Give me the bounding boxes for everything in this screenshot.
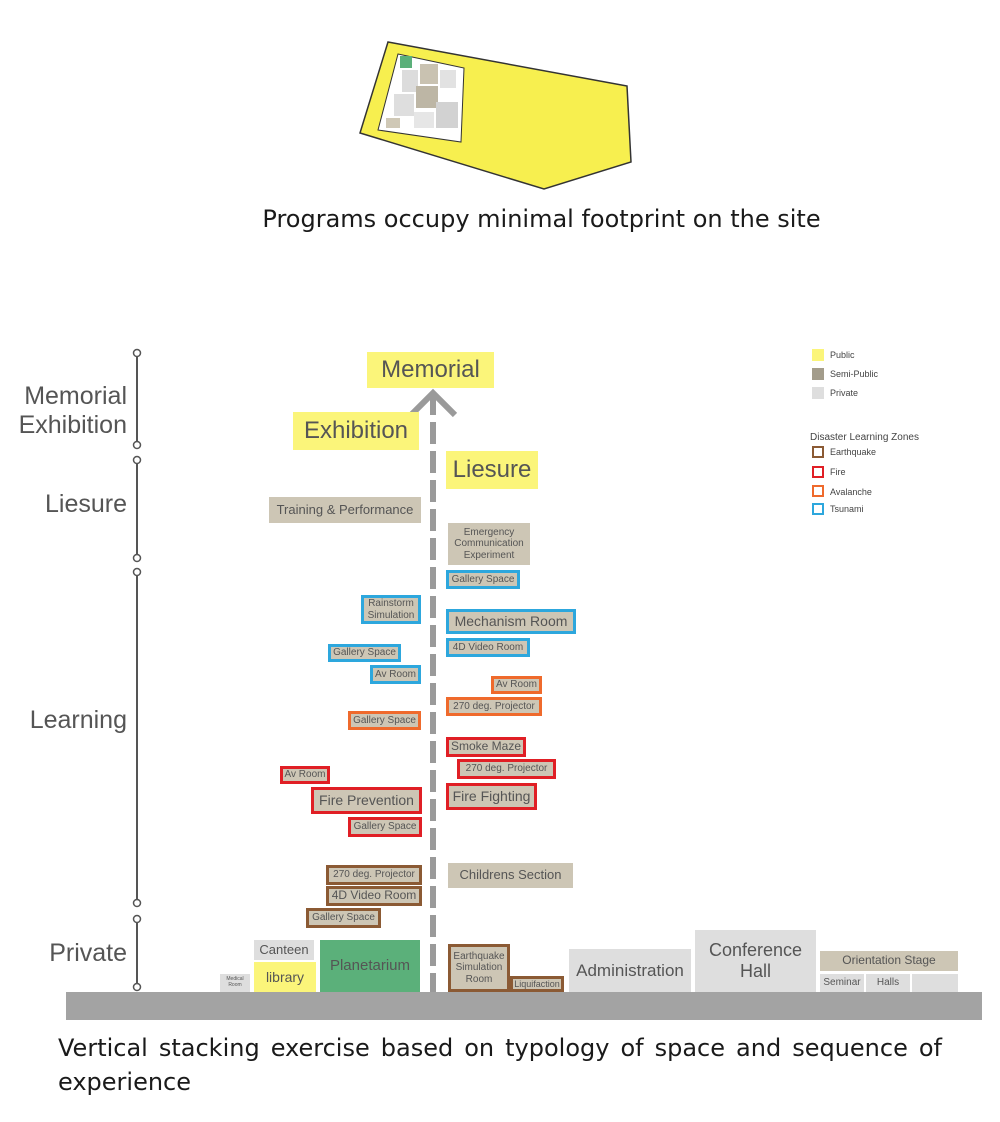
- level-label-memorial-exhibition: Memorial Exhibition: [18, 382, 127, 439]
- memorial-space: Memorial: [367, 352, 494, 388]
- legend-label-fire: Fire: [830, 467, 846, 477]
- emergency-communication: Emergency Communication Experiment: [448, 523, 530, 565]
- legend-swatch-earthquake: [812, 446, 824, 458]
- ground-line: [66, 992, 982, 1020]
- rainstorm-simulation: Rainstorm Simulation: [361, 595, 421, 624]
- orientation-stage: Orientation Stage: [820, 951, 958, 971]
- legend-label-semi-public: Semi-Public: [830, 369, 879, 379]
- earthquake-4d-video-room: 4D Video Room: [326, 886, 422, 906]
- level-axis: [132, 348, 142, 992]
- legend-zones-title: Disaster Learning Zones: [810, 432, 919, 443]
- tsunami-4d-video-room: 4D Video Room: [446, 638, 530, 657]
- avalanche-gallery-space: Gallery Space: [348, 711, 421, 730]
- earthquake-projector: 270 deg. Projector: [326, 865, 422, 885]
- footprint-block: [394, 94, 414, 116]
- legend-swatch-semi-public: [812, 368, 824, 380]
- tsunami-av-room: Av Room: [370, 665, 421, 684]
- level-label-liesure: Liesure: [45, 490, 127, 518]
- fire-av-room: Av Room: [280, 766, 330, 784]
- training-performance: Training & Performance: [269, 497, 421, 523]
- avalanche-projector: 270 deg. Projector: [446, 697, 542, 716]
- level-label-learning: Learning: [29, 706, 127, 734]
- footprint-block: [414, 112, 434, 128]
- legend-label-private: Private: [830, 388, 859, 398]
- earthquake-simulation-room: Earthquake Simulation Room: [448, 944, 510, 992]
- site-plan: [359, 41, 632, 190]
- legend-label-earthquake: Earthquake: [830, 447, 877, 457]
- fire-fighting: Fire Fighting: [446, 783, 537, 810]
- legend-swatch-private: [812, 387, 824, 399]
- liquifaction: Liquifaction: [510, 976, 564, 992]
- level-label-private: Private: [49, 939, 127, 967]
- footprint-block: [402, 70, 418, 92]
- circulation-arrow: [408, 388, 458, 993]
- footprint-block: [420, 64, 438, 84]
- fire-gallery-space: Gallery Space: [348, 817, 422, 837]
- legend-label-tsunami: Tsunami: [830, 504, 864, 514]
- footprint-block: [386, 118, 400, 128]
- legend: Public Semi-Public Private Disaster Lear…: [810, 345, 960, 545]
- conference-hall: Conference Hall: [695, 930, 816, 992]
- smoke-maze: Smoke Maze: [446, 737, 526, 757]
- medical-room: Medical Room: [220, 974, 250, 992]
- legend-swatch-fire: [812, 466, 824, 478]
- footprint-block: [440, 70, 456, 88]
- liesure-space: Liesure: [446, 451, 538, 489]
- private-room: [912, 974, 958, 992]
- halls: Halls: [866, 974, 910, 992]
- fire-prevention: Fire Prevention: [311, 787, 422, 814]
- legend-swatch-tsunami: [812, 503, 824, 515]
- stack-caption: Vertical stacking exercise based on typo…: [58, 1034, 942, 1096]
- mechanism-room: Mechanism Room: [446, 609, 576, 634]
- library: library: [254, 962, 316, 992]
- footprint-block: [416, 86, 438, 108]
- seminar: Seminar: [820, 974, 864, 992]
- legend-label-avalanche: Avalanche: [830, 487, 872, 497]
- childrens-section: Childrens Section: [448, 863, 573, 888]
- canteen: Canteen: [254, 940, 314, 960]
- legend-label-public: Public: [830, 350, 855, 360]
- tsunami-gallery-space-left: Gallery Space: [328, 644, 401, 662]
- tsunami-gallery-space: Gallery Space: [446, 570, 520, 589]
- footprint-block: [400, 56, 412, 68]
- earthquake-gallery-space: Gallery Space: [306, 908, 381, 928]
- footprint-block: [436, 102, 458, 128]
- planetarium: Planetarium: [320, 940, 420, 992]
- avalanche-av-room: Av Room: [491, 676, 542, 694]
- legend-swatch-public: [812, 349, 824, 361]
- legend-swatch-avalanche: [812, 485, 824, 497]
- fire-projector: 270 deg. Projector: [457, 759, 556, 779]
- administration: Administration: [569, 949, 691, 992]
- exhibition-space: Exhibition: [293, 412, 419, 450]
- site-caption: Programs occupy minimal footprint on the…: [262, 205, 821, 233]
